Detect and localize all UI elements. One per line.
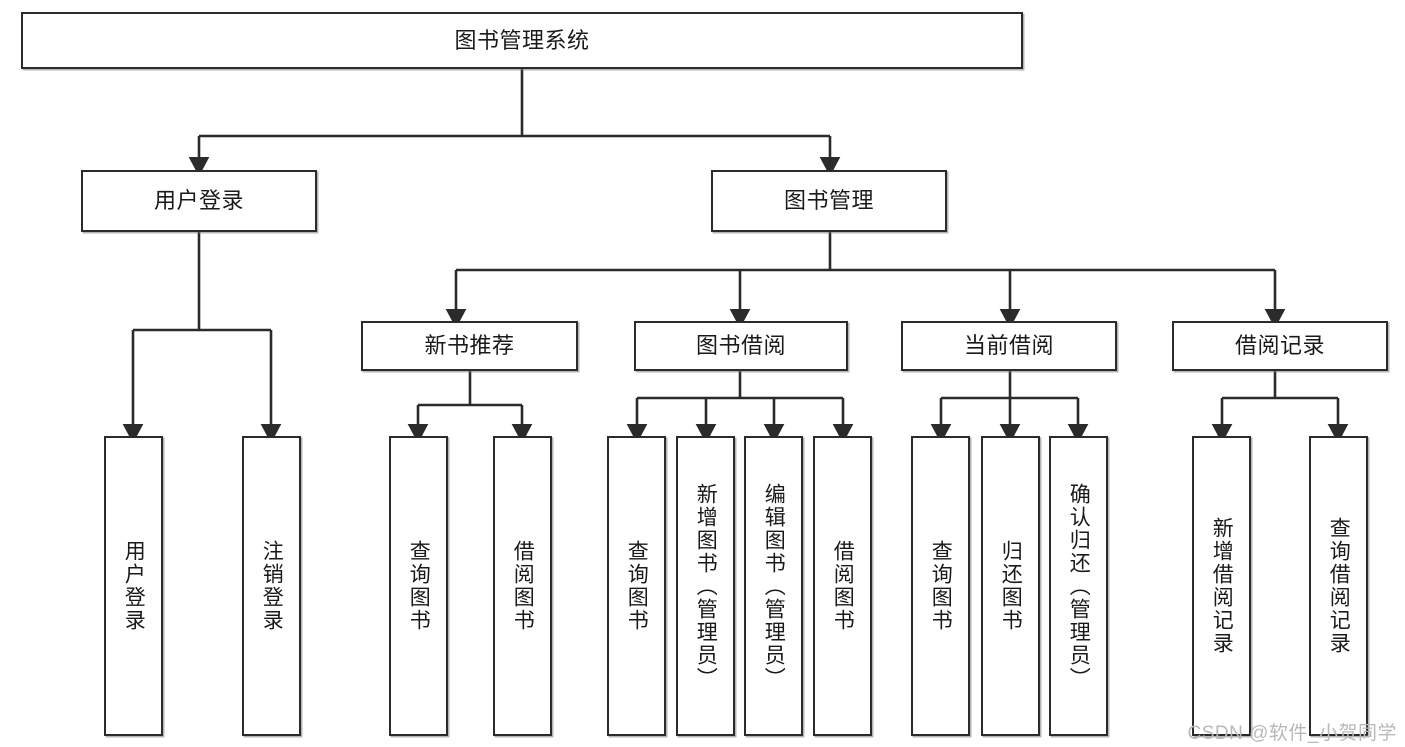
node-label: 编辑图书（管理员） — [762, 482, 786, 690]
leaf-user-login[interactable]: 用户登录 — [104, 436, 163, 736]
leaf-edit-book-admin[interactable]: 编辑图书（管理员） — [744, 436, 803, 736]
leaf-query-book-borrow[interactable]: 查询图书 — [607, 436, 666, 736]
node-label: 新增借阅记录 — [1210, 517, 1234, 655]
node-label: 查询图书 — [407, 540, 431, 632]
leaf-logout[interactable]: 注销登录 — [242, 436, 301, 736]
node-label: 图书管理 — [783, 188, 874, 214]
node-label: 归还图书 — [999, 540, 1023, 632]
node-label: 借阅记录 — [1234, 333, 1325, 359]
leaf-confirm-return-admin[interactable]: 确认归还（管理员） — [1049, 436, 1108, 736]
leaf-query-borrow-record[interactable]: 查询借阅记录 — [1309, 436, 1368, 736]
node-label: 借阅图书 — [511, 540, 535, 632]
node-new-book-recommend[interactable]: 新书推荐 — [361, 321, 578, 371]
watermark-text: CSDN @软件_小贺同学 — [1187, 723, 1397, 744]
node-label: 图书管理系统 — [454, 27, 590, 53]
node-label: 用户登录 — [122, 540, 146, 632]
leaf-borrow-book-recommend[interactable]: 借阅图书 — [493, 436, 552, 736]
node-label: 注销登录 — [260, 540, 284, 632]
leaf-query-book-current[interactable]: 查询图书 — [911, 436, 970, 736]
node-book-borrow[interactable]: 图书借阅 — [634, 321, 848, 371]
leaf-query-book-recommend[interactable]: 查询图书 — [389, 436, 448, 736]
leaf-return-book[interactable]: 归还图书 — [981, 436, 1040, 736]
node-user-login[interactable]: 用户登录 — [81, 170, 317, 232]
node-label: 查询图书 — [929, 540, 953, 632]
node-label: 图书借阅 — [695, 333, 786, 359]
node-borrow-record[interactable]: 借阅记录 — [1172, 321, 1388, 371]
leaf-add-book-admin[interactable]: 新增图书（管理员） — [676, 436, 735, 736]
leaf-borrow-book[interactable]: 借阅图书 — [813, 436, 872, 736]
node-label: 查询图书 — [625, 540, 649, 632]
node-label: 当前借阅 — [963, 333, 1054, 359]
node-book-management[interactable]: 图书管理 — [711, 170, 947, 232]
node-label: 用户登录 — [153, 188, 244, 214]
node-label: 新书推荐 — [424, 333, 515, 359]
node-label: 查询借阅记录 — [1327, 517, 1351, 655]
leaf-add-borrow-record[interactable]: 新增借阅记录 — [1192, 436, 1251, 736]
node-current-borrow[interactable]: 当前借阅 — [901, 321, 1117, 371]
node-label: 借阅图书 — [831, 540, 855, 632]
node-root-system[interactable]: 图书管理系统 — [21, 12, 1023, 69]
node-label: 新增图书（管理员） — [694, 482, 718, 690]
node-label: 确认归还（管理员） — [1067, 482, 1091, 690]
